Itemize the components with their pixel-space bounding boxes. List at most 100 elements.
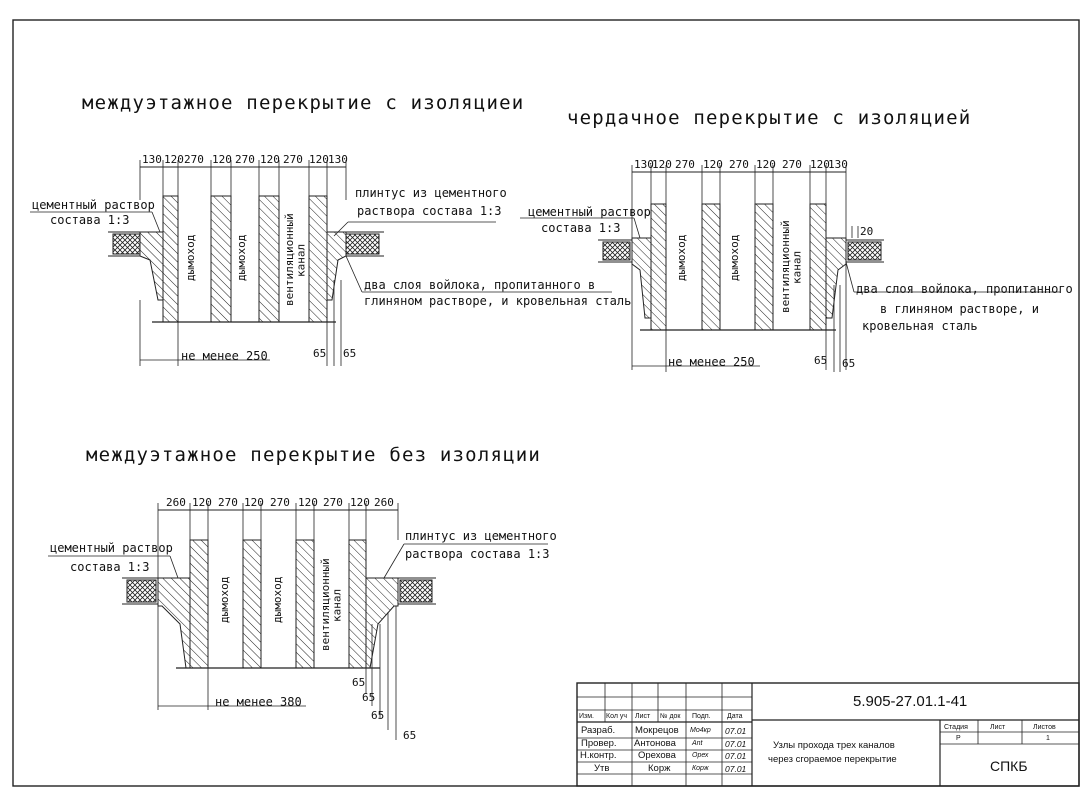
- sheet-frame: [12, 19, 1080, 787]
- channel-label-smoke-2: дымоход: [235, 234, 248, 282]
- dim-label: 120: [298, 496, 318, 509]
- tb-header-change: Изм.: [579, 713, 594, 720]
- dim-65: 65: [371, 709, 385, 722]
- dim-65: 65: [362, 691, 376, 704]
- section-1-graphics: [30, 160, 612, 366]
- tb-signature: Ant: [692, 740, 703, 747]
- tb-name: Мокрецов: [635, 725, 679, 736]
- tb-date: 07.01: [725, 739, 747, 749]
- dim-label: 270: [283, 153, 303, 166]
- section-2-title: чердачное перекрытие с изоляцией: [567, 107, 972, 129]
- dim-65: 65: [313, 347, 327, 360]
- note-plinth: плинтус из цементного: [355, 186, 507, 200]
- tb-description: Узлы прохода трех каналов: [773, 740, 895, 751]
- tb-signature: Орех: [692, 752, 709, 759]
- dim-label: 120: [756, 158, 776, 171]
- tb-header-count: Кол уч: [606, 713, 627, 720]
- titleblock-lines: [576, 682, 1080, 787]
- section-3-graphics: [48, 503, 548, 740]
- tb-role: Утв: [594, 763, 610, 774]
- dim-label: 130: [142, 153, 162, 166]
- tb-date: 07.01: [725, 726, 747, 736]
- channel-label-ventilation: вентиляционный канал: [779, 220, 804, 314]
- channel-label-smoke-1: дымоход: [218, 576, 231, 624]
- note-felt: два слоя войлока, пропитанного в: [364, 278, 596, 292]
- tb-description: через сгораемое перекрытие: [768, 754, 897, 765]
- dim-label: 130: [828, 158, 848, 171]
- dim-65: 65: [814, 354, 828, 367]
- channel-label-ventilation: вентиляционный канал: [283, 213, 308, 307]
- min-distance-label: не менее 250: [181, 349, 268, 363]
- dim-label: 130: [634, 158, 654, 171]
- tb-role: Н.контр.: [580, 750, 617, 761]
- tb-sheets-label: Листов: [1033, 724, 1056, 731]
- tb-name: Корж: [648, 763, 671, 774]
- dim-label: 270: [235, 153, 255, 166]
- dim-65: 65: [343, 347, 357, 360]
- dim-label: 260: [374, 496, 394, 509]
- tb-date: 07.01: [725, 764, 747, 774]
- dim-65: 65: [403, 729, 417, 742]
- dim-label: 120: [810, 158, 830, 171]
- channel-label-smoke-2: дымоход: [271, 576, 284, 624]
- note-felt-steel: кровельная сталь: [862, 319, 978, 333]
- min-distance-label: не менее 250: [668, 355, 755, 369]
- note-felt-steel: глиняном растворе, и кровельная сталь: [364, 294, 632, 308]
- dim-label: 270: [675, 158, 695, 171]
- dim-label: 270: [782, 158, 802, 171]
- dim-label: 120: [192, 496, 212, 509]
- tb-role: Разраб.: [581, 725, 616, 736]
- note-cement-mortar: цементный раствор: [528, 205, 651, 219]
- dim-label: 120: [212, 153, 232, 166]
- dim-label: 120: [652, 158, 672, 171]
- channel-label-smoke-1: дымоход: [675, 234, 688, 282]
- tb-date: 07.01: [725, 751, 747, 761]
- note-plinth: плинтус из цементного: [405, 529, 557, 543]
- channel-label-smoke-2: дымоход: [728, 234, 741, 282]
- tb-signature: Корж: [692, 765, 709, 772]
- tb-name: Антонова: [634, 738, 676, 749]
- section-2-graphics: [520, 165, 1060, 372]
- dim-label: 120: [164, 153, 184, 166]
- dim-label: 270: [323, 496, 343, 509]
- dim-label: 270: [218, 496, 238, 509]
- tb-sheet-label: Лист: [990, 724, 1006, 731]
- note-felt-clay: в глиняном растворе, и: [880, 302, 1039, 316]
- note-felt: два слоя войлока, пропитанного: [856, 282, 1073, 296]
- note-cement-mortar-composition: состава 1:3: [70, 560, 150, 574]
- tb-name: Орехова: [638, 750, 676, 761]
- tb-role: Провер.: [581, 738, 617, 749]
- dim-20: 20: [860, 225, 874, 238]
- dim-label: 260: [166, 496, 186, 509]
- note-cement-mortar: цементный раствор: [50, 541, 173, 555]
- dim-label: 270: [270, 496, 290, 509]
- dim-65: 65: [352, 676, 366, 689]
- section-3-title: междуэтажное перекрытие без изоляции: [86, 444, 542, 466]
- dim-65: 65: [842, 357, 856, 370]
- tb-header-sheet: Лист: [635, 713, 651, 720]
- tb-stage-label: Стадия: [944, 724, 968, 731]
- tb-header-date: Дата: [727, 713, 743, 720]
- note-plinth-composition: раствора состава 1:3: [357, 204, 502, 218]
- note-cement-mortar: цементный раствор: [32, 198, 155, 212]
- note-cement-mortar-composition: состава 1:3: [50, 213, 130, 227]
- note-plinth-composition: раствора состава 1:3: [405, 547, 550, 561]
- dim-label: 120: [703, 158, 723, 171]
- tb-header-sign: Подп.: [692, 713, 711, 720]
- tb-signature: Мо4кр: [690, 727, 711, 734]
- min-distance-label: не менее 380: [215, 695, 302, 709]
- document-code: 5.905-27.01.1-41: [853, 693, 968, 710]
- dim-label: 120: [260, 153, 280, 166]
- channel-label-ventilation: вентиляционный канал: [319, 558, 344, 652]
- dim-label: 120: [350, 496, 370, 509]
- channel-label-smoke-1: дымоход: [184, 234, 197, 282]
- dim-label: 120: [309, 153, 329, 166]
- section-1-title: междуэтажное перекрытие с изоляциеи: [82, 92, 525, 114]
- tb-organization: СПКБ: [990, 758, 1028, 774]
- dim-label: 120: [244, 496, 264, 509]
- dim-label: 270: [729, 158, 749, 171]
- tb-stage-value: Р: [956, 735, 961, 742]
- tb-header-docno: № док: [660, 713, 681, 720]
